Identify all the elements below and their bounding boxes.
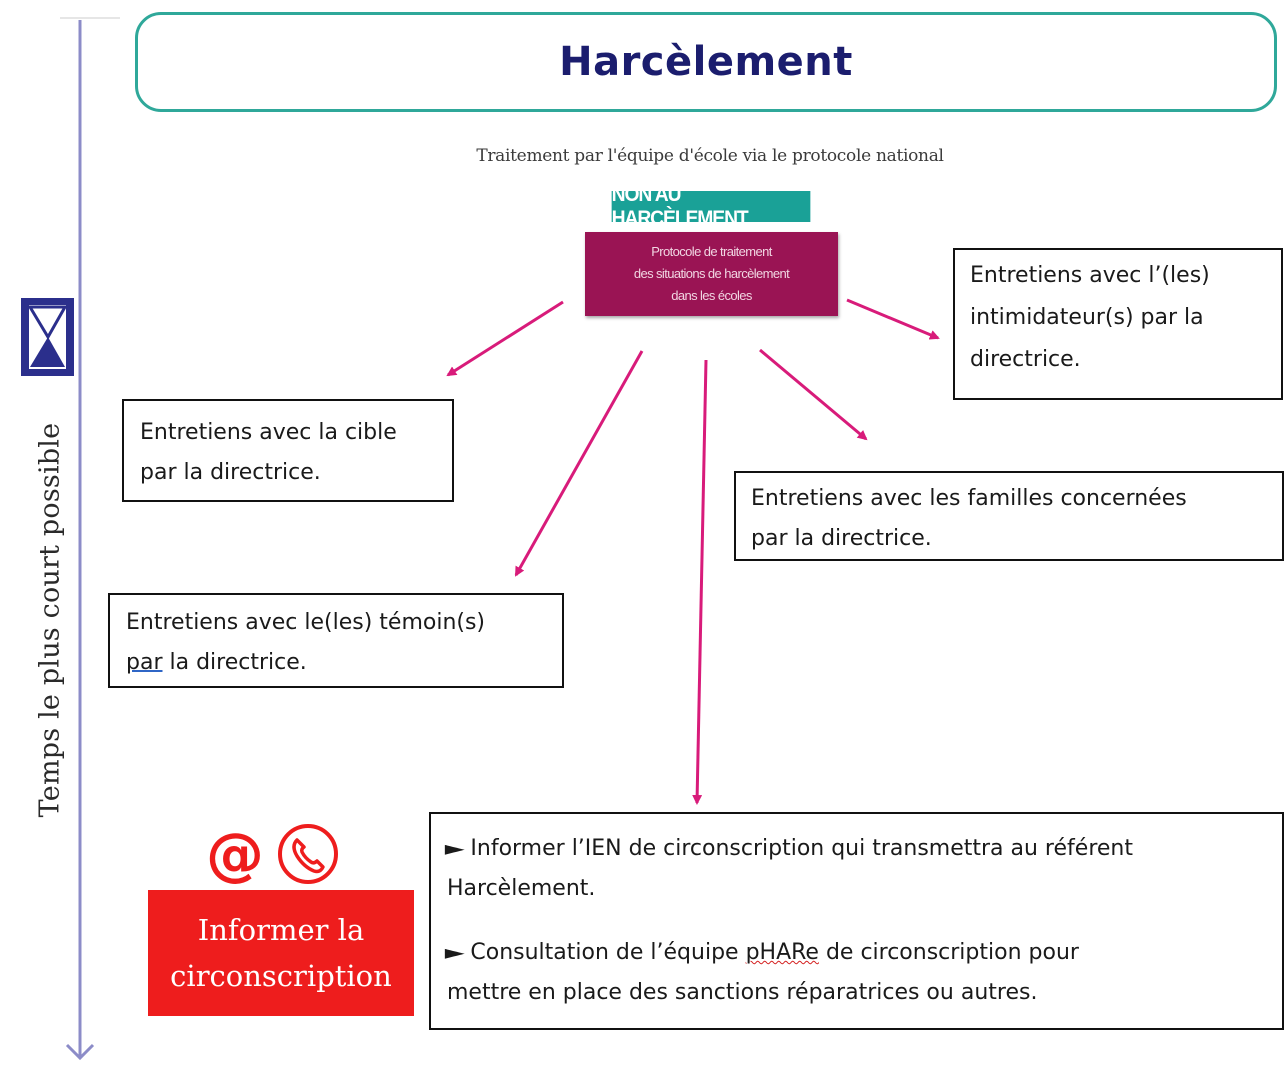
contact-icons: @: [206, 822, 338, 886]
inform-item-2-line2: mettre en place des sanctions réparatric…: [447, 980, 1038, 1005]
inform-circonscription-box: Informer la circonscription: [148, 890, 414, 1016]
box-witness-interviews: Entretiens avec le(les) témoin(s) par la…: [108, 593, 564, 688]
inform-circonscription-line2: circonscription: [170, 959, 392, 993]
box-aggressor-interviews: Entretiens avec l’(les) intimidateur(s) …: [953, 248, 1283, 400]
underlined-word: par: [126, 650, 163, 675]
bullet-triangle-icon: ►: [444, 836, 465, 860]
non-au-harcelement-badge: NON AU HARCÈLEMENT: [611, 183, 811, 230]
phare-word: pHARe: [745, 940, 819, 965]
box-line: par la directrice.: [140, 460, 321, 485]
inform-item-1: ►Informer l’IEN de circonscription qui t…: [444, 828, 1272, 909]
arrow-to-target: [446, 300, 564, 377]
arrow-to-aggressor: [846, 298, 940, 340]
page-title: Harcèlement: [559, 39, 853, 85]
box-target-interviews: Entretiens avec la cible par la directri…: [122, 399, 454, 502]
subtitle: Traitement par l'équipe d'école via le p…: [476, 146, 944, 166]
box-line: directrice.: [970, 347, 1081, 372]
phone-icon: [278, 824, 338, 884]
inform-circonscription-line1: Informer la: [197, 913, 365, 947]
timeline-arrow: [65, 20, 95, 1061]
inform-item-2-post: de circonscription pour: [818, 940, 1079, 965]
bullet-triangle-icon: ►: [444, 940, 465, 964]
inform-item-1-line2: Harcèlement.: [447, 876, 596, 901]
box-line: Entretiens avec l’(les): [970, 263, 1210, 288]
box-inform-ien: ►Informer l’IEN de circonscription qui t…: [429, 812, 1284, 1030]
inform-item-2: ►Consultation de l’équipe pHARe de circo…: [444, 932, 1272, 1013]
arrow-to-inform: [692, 359, 708, 805]
box-line: Entretiens avec les familles concernées: [751, 486, 1187, 511]
inform-item-1-line1: Informer l’IEN de circonscription qui tr…: [470, 836, 1133, 861]
arrow-to-witness: [514, 350, 644, 577]
inform-item-2-pre: Consultation de l’équipe: [470, 940, 746, 965]
at-sign-icon: @: [206, 822, 264, 886]
protocol-card-line: dans les écoles: [671, 288, 752, 303]
box-line: par la directrice.: [751, 526, 932, 551]
protocol-card-line: des situations de harcèlement: [633, 266, 790, 281]
protocol-card: Protocole de traitement des situations d…: [585, 232, 838, 316]
svg-text:@: @: [206, 822, 264, 886]
box-line: Entretiens avec le(les) témoin(s): [126, 610, 486, 635]
title-box: Harcèlement: [135, 12, 1277, 112]
box-families-interviews: Entretiens avec les familles concernées …: [734, 471, 1284, 561]
box-line-rest: la directrice.: [162, 650, 307, 675]
hourglass-icon: [21, 298, 74, 376]
protocol-card-line: Protocole de traitement: [651, 244, 772, 259]
box-line: Entretiens avec la cible: [140, 420, 397, 445]
box-line: intimidateur(s) par la: [970, 305, 1204, 330]
arrow-to-families: [759, 348, 868, 441]
box-line: par la directrice.: [126, 643, 552, 683]
